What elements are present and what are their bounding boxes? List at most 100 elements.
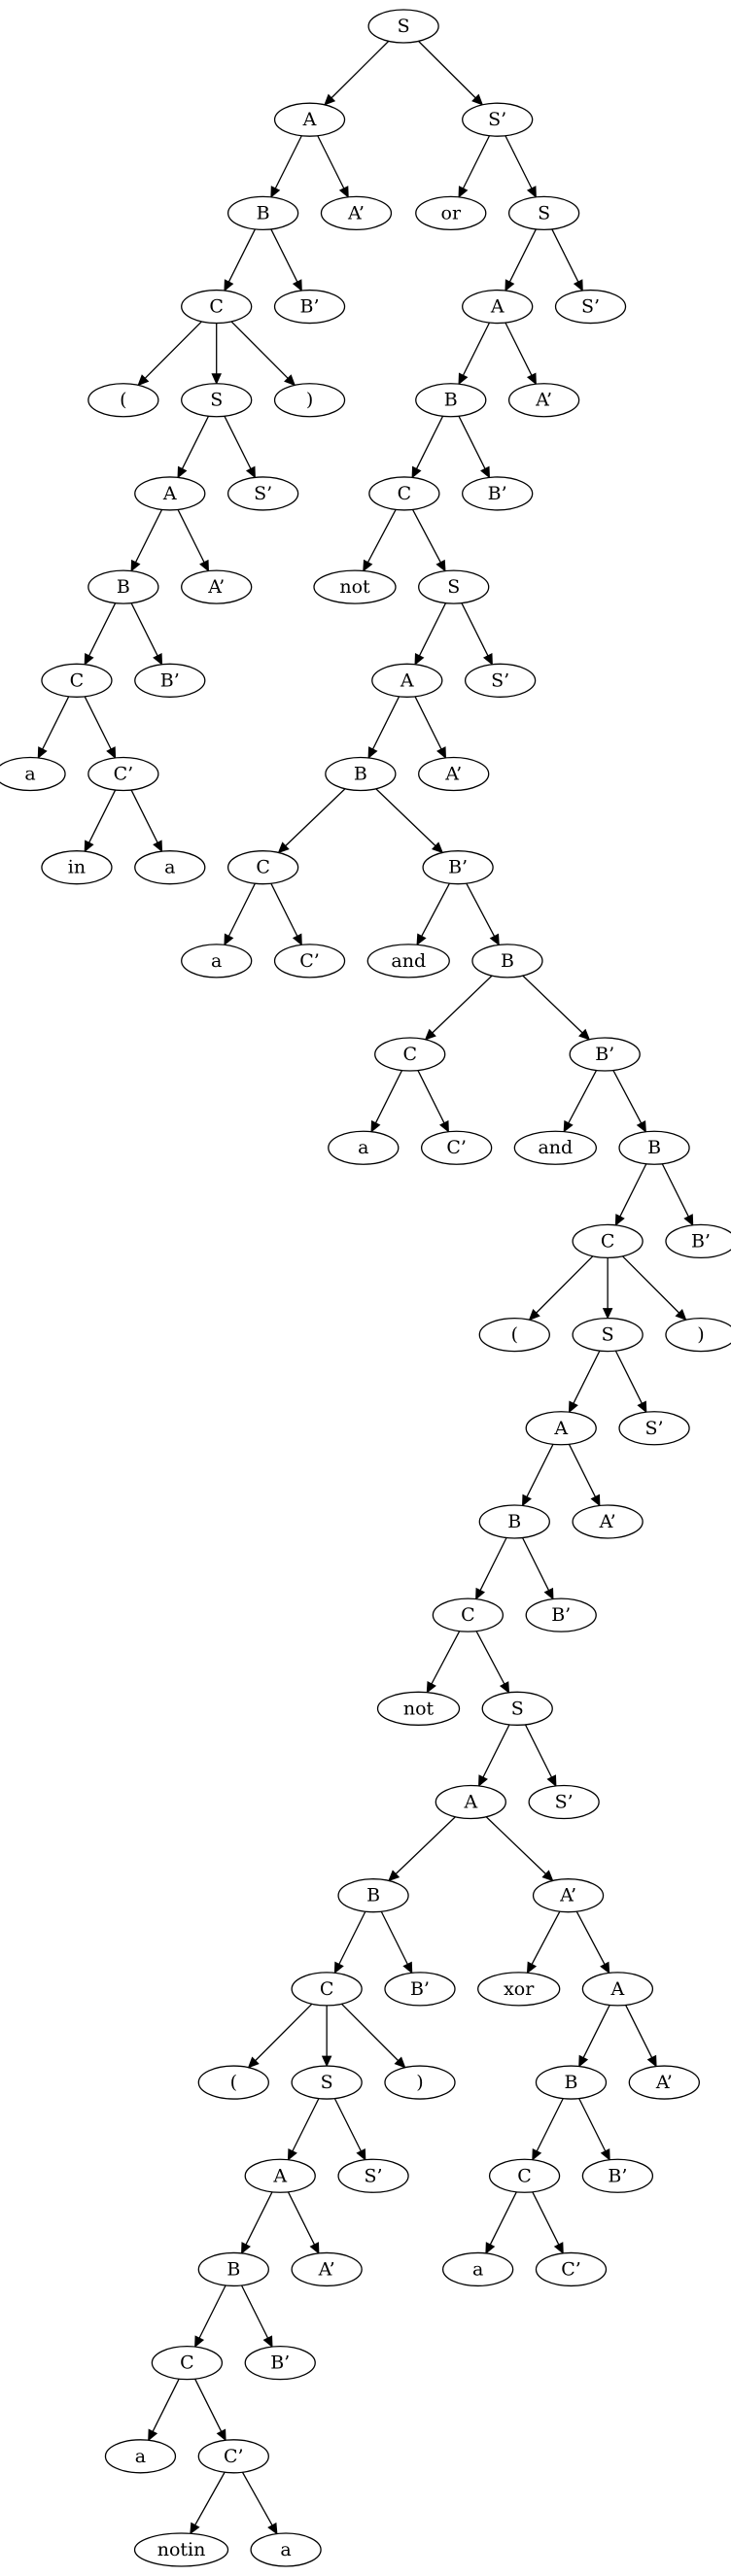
arrowhead [84,840,94,853]
tree-node-b-prime: B’ [422,850,494,885]
tree-edge [241,2471,278,2535]
node-label: A [490,296,505,318]
arrowhead [424,1028,436,1041]
node-label: S [210,390,223,411]
tree-node-c: C [572,1223,644,1259]
tree-node-a-prime: A’ [507,383,580,418]
tree-edge [37,696,70,760]
tree-edge [363,509,397,572]
edge-line [317,135,345,189]
tree-node-a: a [104,2439,177,2474]
edge-line [177,509,205,563]
edge-line [84,696,112,750]
arrowhead [526,1961,538,1975]
edge-line [526,1444,554,1497]
tree-edge [341,2003,406,2069]
tree-node-a-prime: A’ [572,1504,644,1539]
node-label: ) [697,1324,704,1346]
edge-line [578,2098,607,2152]
tree-node-and: and [513,1130,597,1165]
edge-line [245,2191,273,2246]
edge-line [144,321,202,379]
tree-node-a: A [134,476,206,511]
node-ellipse [291,2251,363,2287]
tree-edge [287,2098,320,2161]
node-label: B’ [595,1044,614,1065]
node-ellipse [478,1317,550,1353]
tree-edge [317,135,349,198]
arrowhead [190,2522,200,2535]
tree-node-a: a [134,850,206,885]
tree-edge [224,882,256,946]
node-label: ) [416,2072,423,2093]
node-ellipse [250,2532,322,2567]
edge-line [240,2284,269,2339]
node-label: a [24,763,35,784]
node-ellipse [528,1784,600,1820]
node-label: C’ [446,1137,467,1158]
edge-line [466,882,496,937]
node-label: A [610,1978,625,2000]
node-ellipse [197,2439,269,2474]
arrowhead [526,186,537,198]
edge-line [333,2098,362,2152]
tree-edge [418,40,484,106]
edge-line [375,788,436,846]
tree-edge [466,882,500,946]
arrowhead [435,559,446,572]
node-label: A’ [655,2072,673,2093]
arrowhead [411,465,422,479]
edge-line [285,788,346,846]
node-label: not [403,1698,435,1719]
arrowhead [683,1214,694,1226]
tree-edge [475,1537,507,1600]
tree-node-b-prime: B’ [134,663,206,698]
node-label: S’ [488,109,506,130]
arrowhead [194,2335,205,2349]
tree-edge [551,228,583,292]
node-ellipse [291,2065,363,2100]
node-ellipse [441,2251,514,2287]
tree-edge [478,1724,510,1788]
node-ellipse [181,944,253,979]
tree-node-s-prime: S’ [554,289,627,325]
node-ellipse [273,102,346,137]
tree-node-b: B [87,569,159,604]
edge-line [130,789,158,843]
tree-node-a-prime: A’ [181,569,253,604]
tree-edge [568,1350,601,1414]
edge-line [485,1816,546,1874]
arrowhead [338,186,349,198]
node-ellipse [569,1037,641,1072]
node-ellipse [273,944,346,979]
node-label: B [366,1885,380,1906]
arrowhead [553,2242,564,2254]
arrowhead [402,1961,413,1975]
tree-node-s: S [291,2065,363,2100]
tree-edge [211,323,222,385]
tree-node-a: A [525,1411,597,1446]
node-label: C [320,1978,334,2000]
tree-edge [485,2191,517,2254]
node-label: B [226,2258,240,2280]
tree-edge [277,788,346,854]
arrowhead [270,186,281,198]
edge-line [461,602,489,657]
arrowhead [333,1961,344,1975]
tree-node-a: A [581,1972,654,2007]
tree-edge [230,321,296,387]
edge-line [661,1163,689,1218]
node-label: B [501,950,514,972]
tree-node-a: A [462,289,534,325]
node-label: B’ [448,857,468,878]
arrowhead [284,374,296,387]
tree-edge [532,2098,564,2161]
node-ellipse [535,2065,608,2100]
node-ellipse [462,102,534,137]
edge-line [521,1537,550,1591]
tree-node-b: B [478,1504,550,1539]
edge-line [462,322,491,376]
node-ellipse [618,1130,690,1165]
node-ellipse [618,1411,690,1446]
arrowhead [416,933,427,946]
